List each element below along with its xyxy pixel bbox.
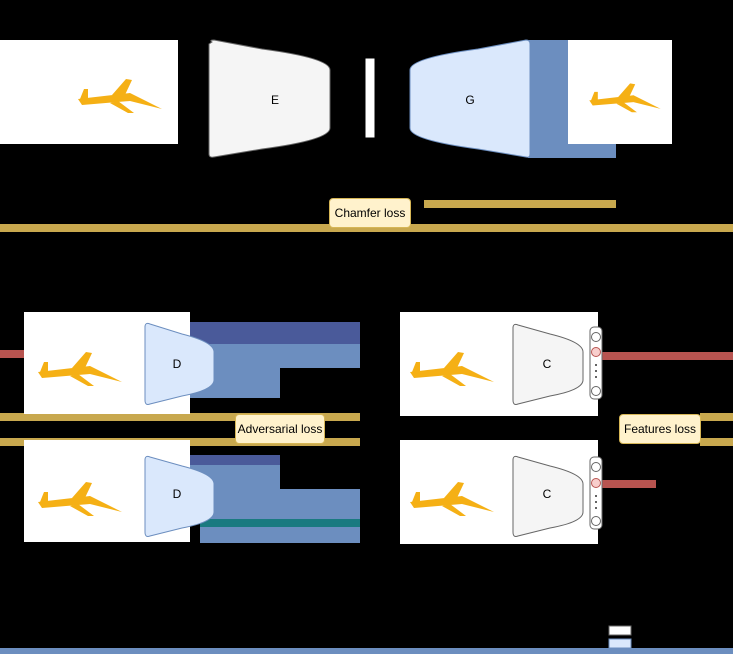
latent-vector	[364, 57, 376, 139]
discriminator-bottom	[144, 455, 215, 537]
discriminator-bottom-label: D	[173, 487, 182, 501]
point-cloud-airplane-icon	[38, 352, 122, 386]
disc-bottom-blue-base	[200, 527, 360, 543]
red-line-left	[0, 350, 28, 358]
classifier-top	[512, 323, 584, 405]
footer-blue-line	[0, 648, 733, 654]
legend-swatch-white	[608, 625, 632, 636]
disc-bottom-navy-bar	[190, 455, 280, 465]
classifier-top-label: C	[543, 357, 552, 371]
encoder-block	[208, 39, 331, 158]
classifier-bottom-layer	[589, 456, 603, 530]
classifier-red-line-top	[598, 352, 733, 360]
classifier-bottom	[512, 455, 584, 537]
neuron-active-icon	[591, 478, 601, 488]
point-cloud-airplane-icon	[410, 352, 494, 386]
classifier-red-line-bottom	[598, 480, 656, 488]
features-gold-line-bottom	[700, 438, 733, 446]
chamfer-loss-box: Chamfer loss	[329, 198, 411, 228]
discriminator-top	[144, 322, 215, 405]
point-cloud-airplane-icon	[38, 482, 122, 516]
features-gold-line-top	[700, 413, 733, 421]
adversarial-loss-box: Adversarial loss	[235, 414, 325, 444]
neuron-icon	[591, 516, 601, 526]
features-loss-box: Features loss	[619, 414, 701, 444]
disc-bottom-blue-wide	[190, 489, 360, 519]
discriminator-top-label: D	[173, 357, 182, 371]
generator-block	[409, 39, 531, 158]
reconstructed-point-cloud-panel	[568, 40, 672, 144]
encoder-label: E	[271, 93, 279, 107]
adversarial-gold-line-top	[0, 413, 360, 421]
classifier-bottom-label: C	[543, 487, 552, 501]
disc-top-navy-bar	[190, 322, 360, 344]
point-cloud-airplane-icon	[78, 79, 162, 113]
input-point-cloud-panel	[0, 40, 178, 144]
neuron-icon	[591, 462, 601, 472]
chamfer-line-bottom	[0, 224, 733, 232]
classifier-top-layer	[589, 326, 603, 400]
point-cloud-airplane-icon	[589, 83, 661, 113]
legend-swatch-blue	[608, 638, 632, 649]
disc-bottom-teal-bar	[200, 519, 360, 527]
generator-label: G	[465, 93, 474, 107]
point-cloud-airplane-icon	[410, 482, 494, 516]
neuron-icon	[591, 332, 601, 342]
neuron-icon	[591, 386, 601, 396]
neuron-active-icon	[591, 347, 601, 357]
disc-top-blue-bar	[190, 344, 360, 368]
chamfer-line-right	[424, 200, 616, 208]
